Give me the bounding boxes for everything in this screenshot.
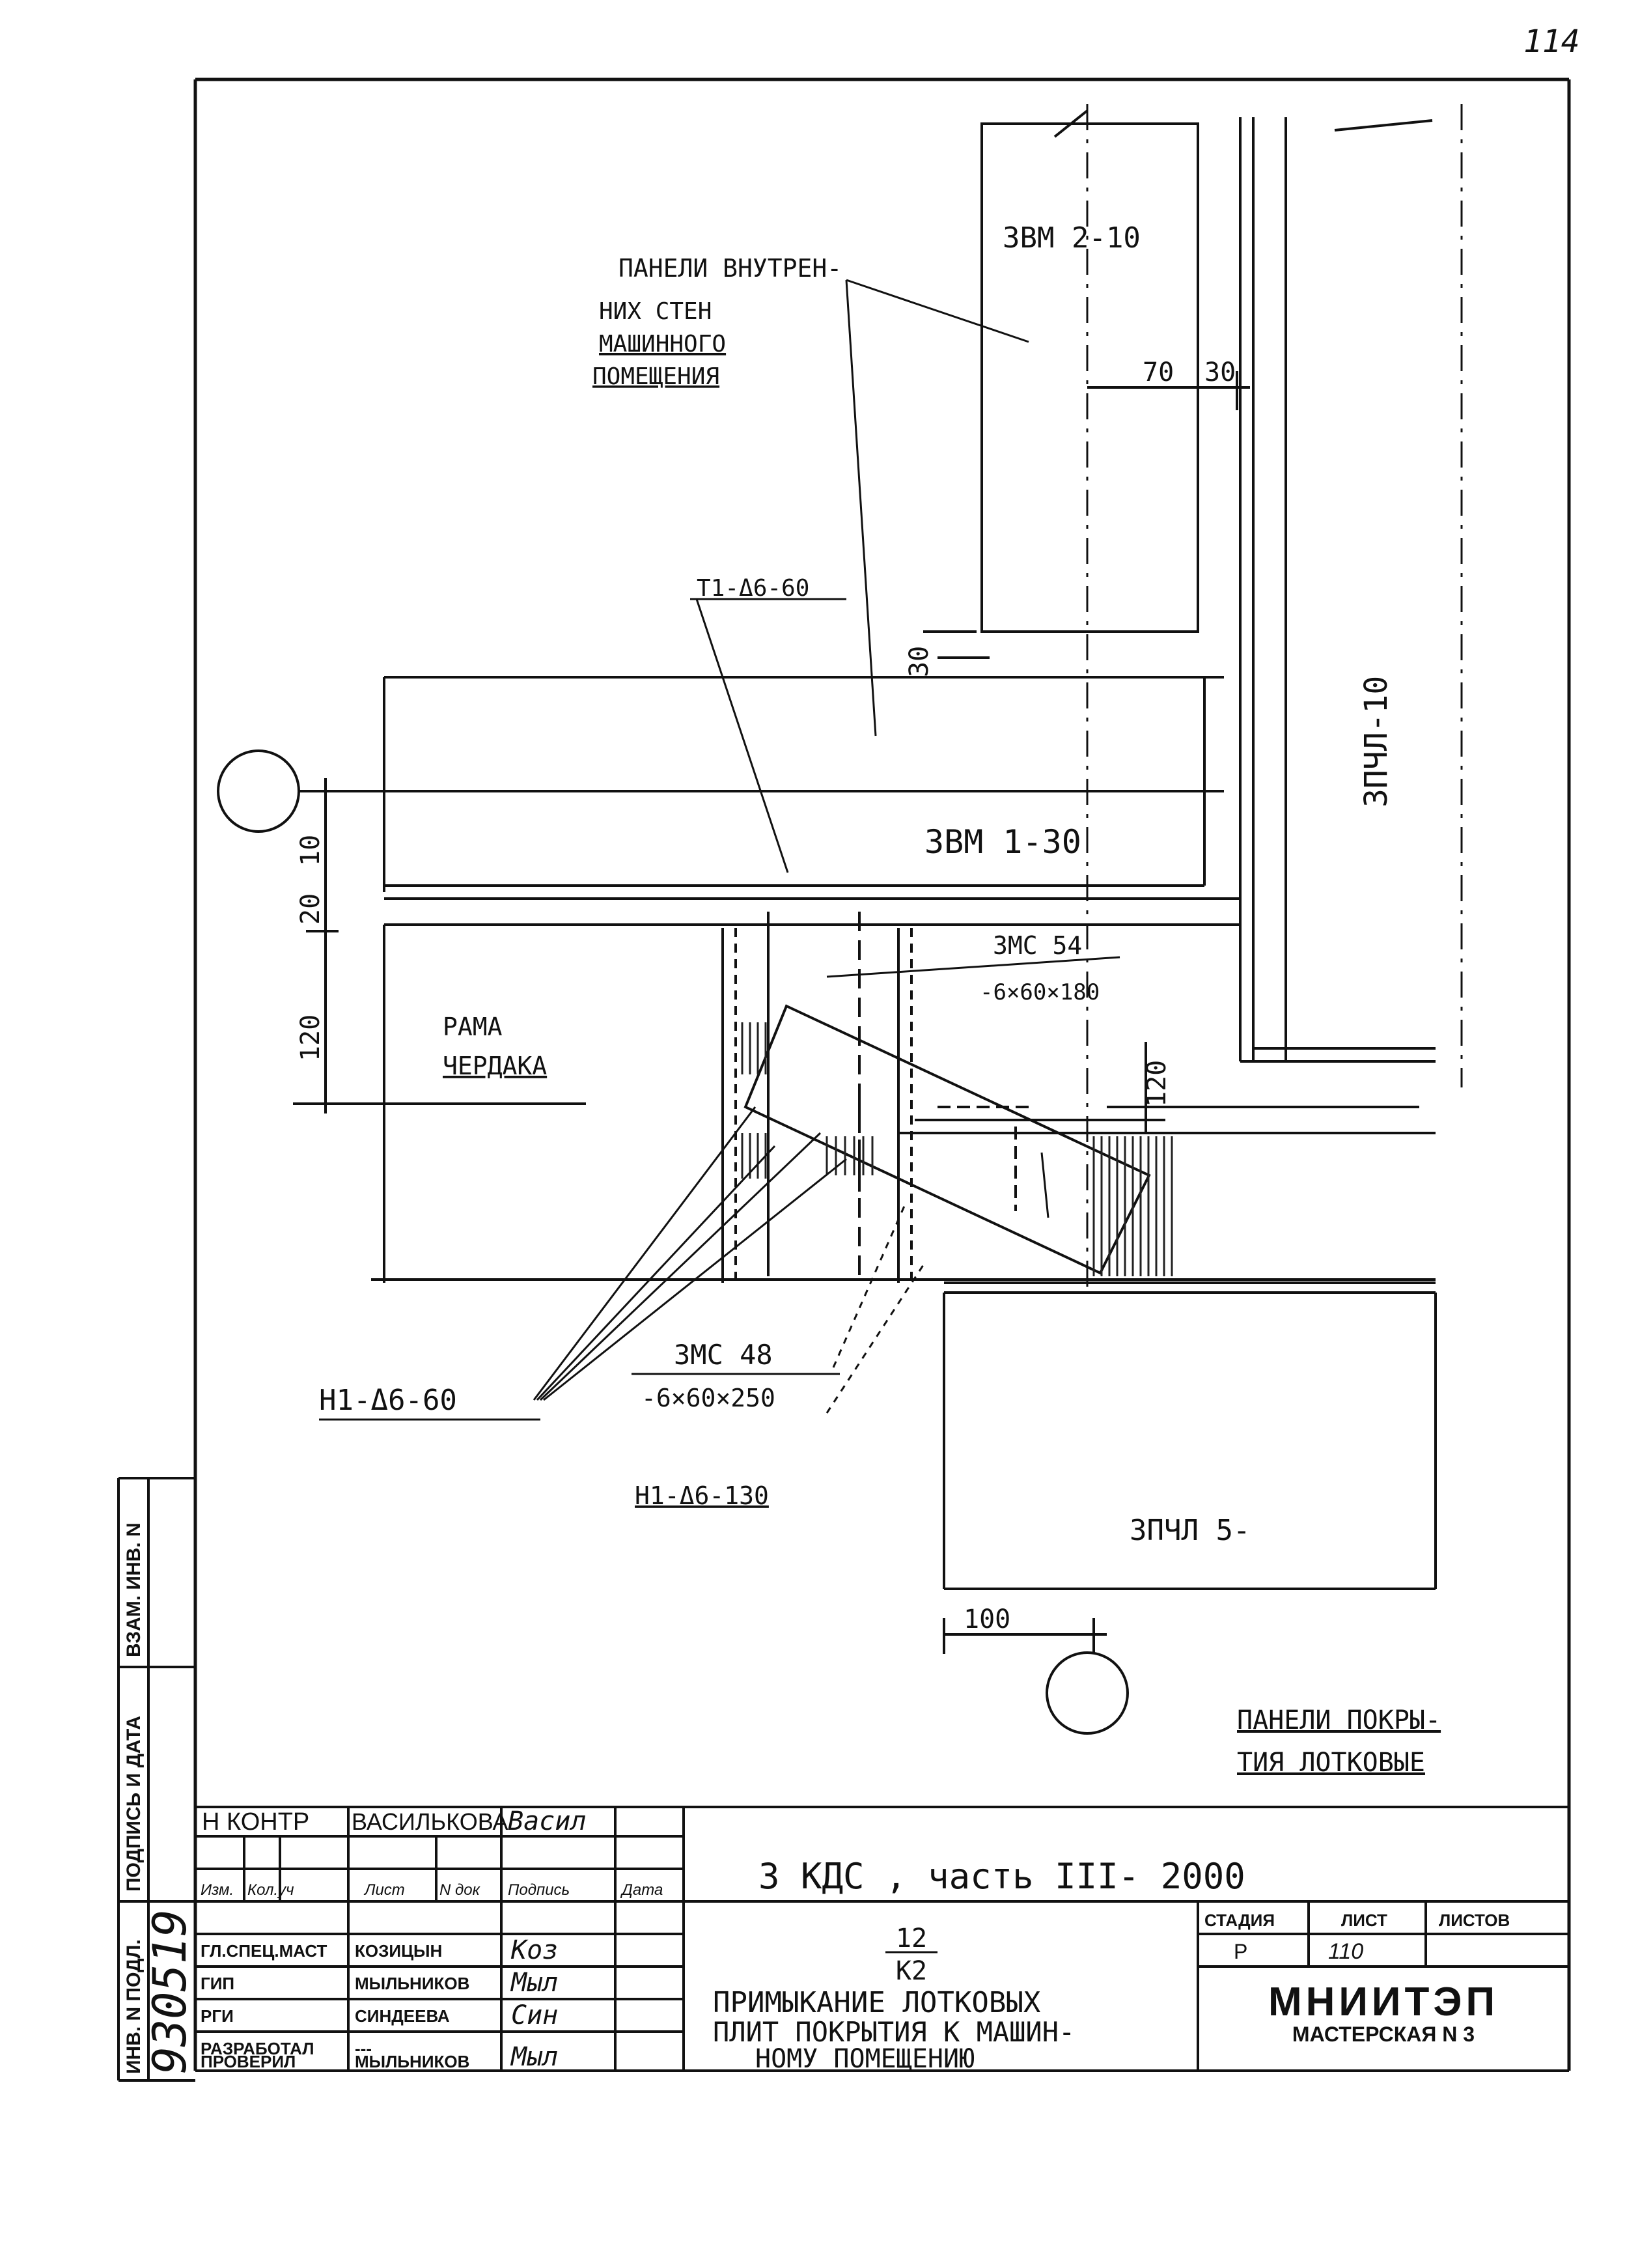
tb-nkontr-name: ВАСИЛЬКОВА: [352, 1808, 508, 1835]
mark-n1-130: Н1-Δ6-130: [635, 1481, 769, 1510]
tb-sign: Мыл: [510, 2042, 558, 2072]
sheet-label: ЛИСТ: [1341, 1911, 1387, 1930]
side-stamp: ВЗАМ. ИНВ. N ПОДПИСЬ И ДАТА ИНВ. N ПОДЛ.…: [117, 1477, 197, 2082]
sheet-title-line-1: ПРИМЫКАНИЕ ЛОТКОВЫХ: [713, 1986, 1041, 2019]
sheets-label: ЛИСТОВ: [1439, 1911, 1510, 1930]
tb-nkontr-role: Н КОНТР: [202, 1808, 309, 1836]
dim-70: 70: [1143, 357, 1174, 387]
page-number: 114: [1523, 23, 1580, 60]
side-stamp-sign-date: ПОДПИСЬ И ДАТА: [123, 1716, 145, 1892]
tb-sign: Син: [511, 2000, 558, 2030]
dim-100: 100: [964, 1604, 1010, 1634]
dim-120: 120: [1142, 1060, 1172, 1107]
tb-nkontr-sign: Васил: [508, 1806, 586, 1836]
callout-trough-1: ПАНЕЛИ ПОКРЫ-: [1237, 1705, 1441, 1735]
callout-inner-walls-2: НИХ СТЕН: [599, 298, 712, 325]
tb-role: РАЗРАБОТАЛ: [201, 2039, 314, 2058]
dim-10: 10: [296, 835, 326, 866]
drawing-lines: [293, 104, 1463, 1654]
tb-header-list: Лист: [363, 1881, 405, 1899]
tb-role: ГЛ.СПЕЦ.МАСТ: [201, 1941, 327, 1961]
tb-header-podpis: Подпись: [508, 1881, 570, 1899]
mark-3mc48-size: -6×60×250: [641, 1384, 775, 1412]
tb-sign: Коз: [510, 1935, 558, 1965]
callout-frame-2: ЧЕРДАКА: [443, 1052, 547, 1080]
org-name: МНИИТЭП: [1268, 1980, 1499, 2024]
tb-header-data: Дата: [620, 1881, 663, 1899]
mark-3mc48: 3МС 48: [674, 1339, 773, 1371]
dim-30: 30: [1204, 357, 1236, 387]
tb-name: МЫЛЬНИКОВ: [355, 1974, 469, 1993]
doc-code: 3 КДС , часть III- 2000: [758, 1856, 1245, 1897]
tb-header-kolvo: Кол.уч: [247, 1881, 294, 1899]
tb-role: ПРОВЕРИЛ: [201, 2052, 296, 2071]
tb-role: РГИ: [201, 2006, 234, 2026]
title-block: Н КОНТР ВАСИЛЬКОВА Васил Изм. Кол.уч Лис…: [195, 1806, 1569, 2074]
sheet-title-line-3: НОМУ ПОМЕЩЕНИЮ: [755, 2044, 975, 2074]
callout-inner-walls-3: МАШИННОГО: [599, 331, 726, 357]
panel-3vm-1-30: 3ВМ 1-30: [924, 823, 1081, 861]
side-stamp-vzam: ВЗАМ. ИНВ. N: [123, 1522, 145, 1657]
tb-sign: Мыл: [510, 1968, 558, 1998]
tb-name: СИНДЕЕВА: [355, 2006, 450, 2026]
leader-lines: [533, 279, 1120, 1414]
tb-header-izm: Изм.: [201, 1881, 234, 1899]
tb-header-ndok: N док: [439, 1881, 481, 1899]
tb-name: КОЗИЦЫН: [355, 1941, 442, 1961]
dim-20: 20: [296, 893, 326, 925]
stage-value: Р: [1234, 1940, 1247, 1963]
sheet-ref-num: 12: [896, 1924, 927, 1953]
side-stamp-inv-value: 930519: [143, 1909, 197, 2074]
sheet-title-line-2: ПЛИТ ПОКРЫТИЯ К МАШИН-: [713, 2016, 1075, 2048]
panel-3pchl-5: 3ПЧЛ 5-: [1130, 1514, 1250, 1547]
tb-name: МЫЛЬНИКОВ: [355, 2052, 469, 2071]
sheet-value: 110: [1328, 1939, 1363, 1964]
callout-inner-walls-4: ПОМЕЩЕНИЯ: [592, 363, 719, 390]
panel-3pchl-10: 3ПЧЛ-10: [1358, 676, 1395, 807]
mark-n1-60: Н1-Δ6-60: [319, 1384, 457, 1417]
axis-marker: [217, 749, 300, 833]
callout-inner-walls-1: ПАНЕЛИ ВНУТРЕН-: [618, 254, 842, 283]
callout-frame-1: РАМА: [443, 1013, 503, 1041]
callout-trough-2: ТИЯ ЛОТКОВЫЕ: [1237, 1748, 1425, 1778]
hatch-support-right: [1092, 1136, 1173, 1276]
tb-role: ГИП: [201, 1974, 234, 1993]
dim-30: 30: [904, 646, 934, 677]
hatch-support-left: [741, 1022, 874, 1179]
mark-3mc54: 3МС 54: [993, 931, 1082, 960]
drawing-frame: [193, 77, 1571, 2071]
panel-3vm-2-10: 3ВМ 2-10: [1003, 221, 1141, 255]
dim-120: 120: [296, 1015, 326, 1061]
tb-name: ---: [355, 2039, 372, 2058]
side-stamp-inv: ИНВ. N ПОДЛ.: [123, 1939, 145, 2074]
sheet-ref-den: К2: [896, 1956, 927, 1986]
workshop: МАСТЕРСКАЯ N 3: [1292, 2023, 1475, 2046]
mark-3mc54-size: -6×60×180: [980, 979, 1100, 1005]
stage-label: СТАДИЯ: [1204, 1911, 1275, 1930]
mark-t1: Т1-Δ6-60: [697, 575, 809, 602]
axis-marker: [1046, 1651, 1129, 1735]
